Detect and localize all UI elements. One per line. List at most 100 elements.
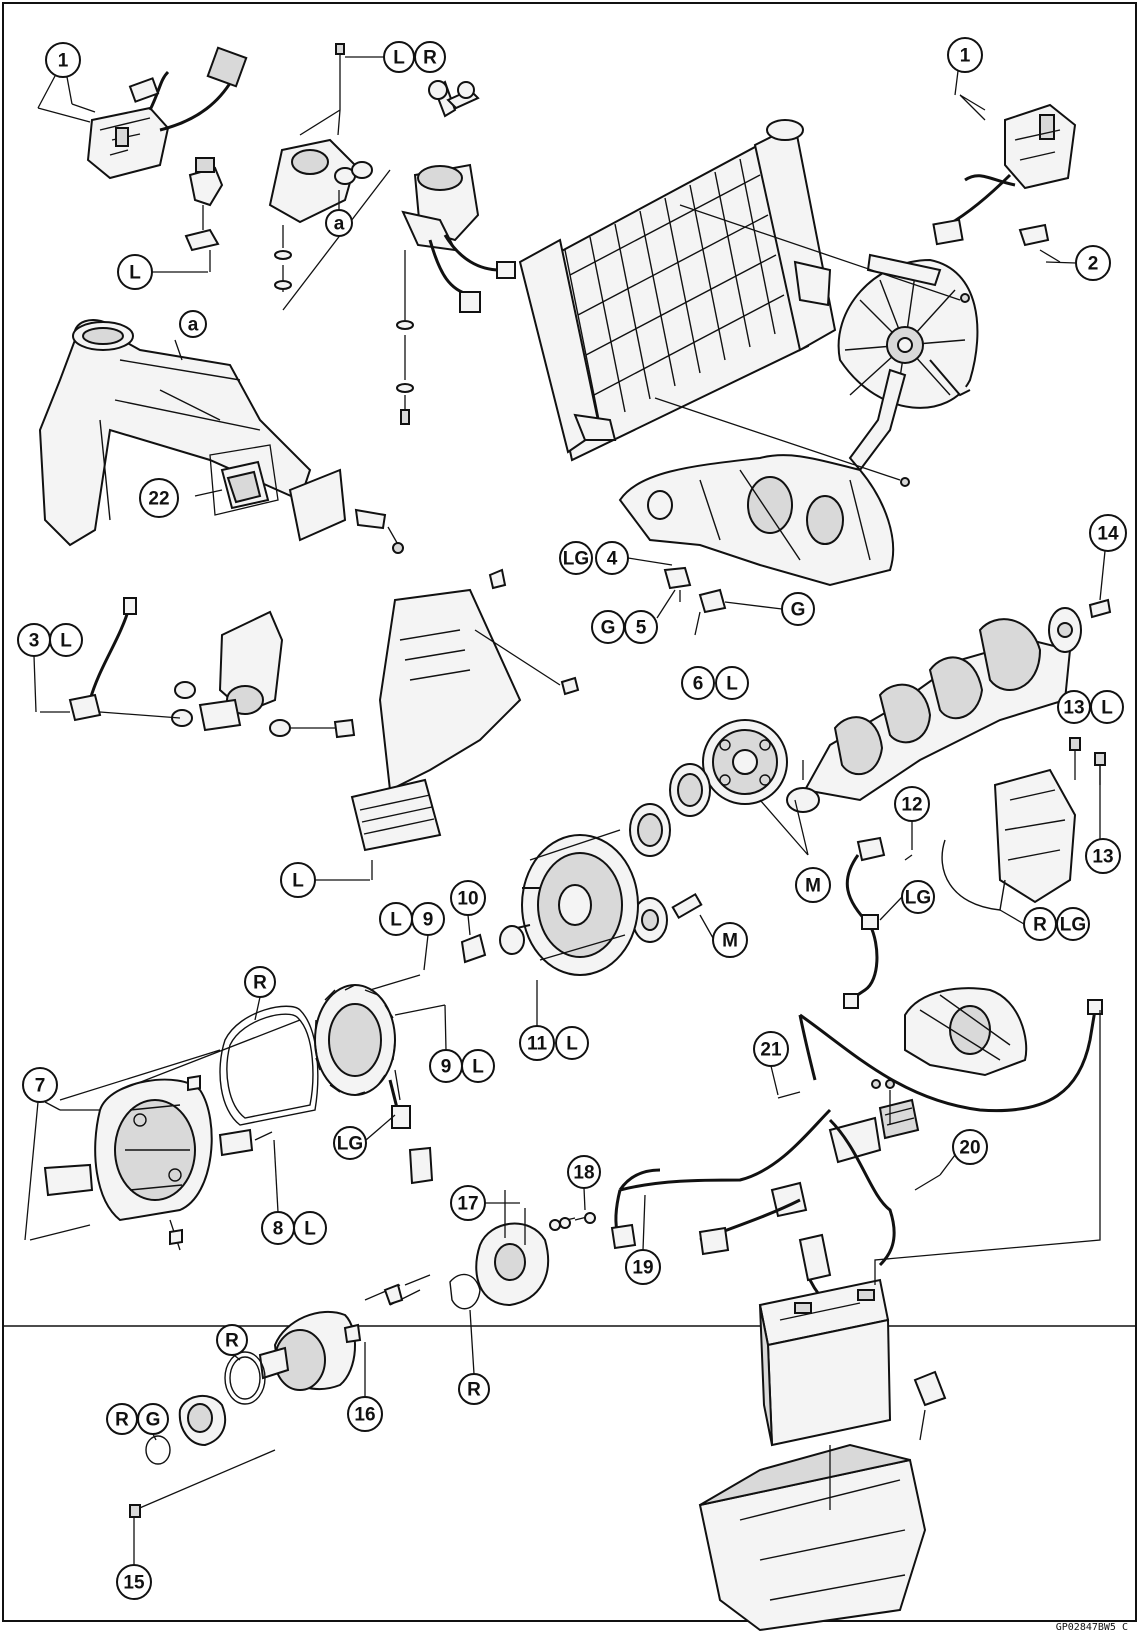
ignition-switch bbox=[396, 80, 516, 425]
callout-label: 9 bbox=[441, 1057, 452, 1078]
side-cover-right bbox=[941, 737, 1106, 911]
ignition-switch-bracket bbox=[268, 43, 391, 311]
callout-lg-wire: LG bbox=[879, 880, 935, 921]
callout-7: 7 bbox=[22, 1067, 61, 1241]
callout-14: 14 bbox=[1089, 514, 1127, 601]
callout-label: M bbox=[722, 931, 738, 952]
crankcase-upper bbox=[618, 454, 895, 636]
callout-l-r-top: L R bbox=[345, 41, 446, 73]
callout-18: 18 bbox=[567, 1155, 601, 1211]
callout-label: 1 bbox=[960, 46, 971, 67]
callout-label: 10 bbox=[457, 889, 478, 910]
callout-label: L bbox=[292, 871, 304, 892]
callout-8-l: 8 L bbox=[261, 1139, 327, 1245]
callout-r-lg-cover: R LG bbox=[999, 907, 1090, 941]
callout-label: R bbox=[423, 48, 437, 69]
relay-box-22 bbox=[194, 444, 279, 516]
callout-11-l: 11 L bbox=[519, 980, 589, 1061]
callout-r-oring-a: R bbox=[216, 1324, 248, 1361]
callout-label: L bbox=[390, 910, 402, 931]
left-handlebar-switch bbox=[37, 46, 248, 180]
callout-label: L bbox=[472, 1057, 484, 1078]
callout-label: 16 bbox=[354, 1405, 375, 1426]
callout-label: 9 bbox=[423, 910, 434, 931]
callout-label: L bbox=[393, 48, 405, 69]
radiator bbox=[518, 119, 837, 462]
callout-label: a bbox=[334, 214, 345, 235]
starter-relay-fuse-assembly bbox=[619, 1079, 941, 1322]
frame-section bbox=[38, 319, 404, 554]
callout-22: 22 bbox=[139, 478, 179, 518]
callout-lg-4: LG 4 bbox=[559, 541, 673, 575]
callout-label: LG bbox=[337, 1134, 363, 1155]
crankshaft bbox=[786, 598, 1112, 813]
callout-r-oring-b: R bbox=[458, 1309, 490, 1405]
alternator-cover-gasket bbox=[219, 1005, 319, 1126]
callout-label: G bbox=[791, 600, 806, 621]
callout-6-l: 6 L bbox=[681, 666, 749, 700]
callout-g-right: G bbox=[724, 592, 815, 626]
callout-label: 15 bbox=[123, 1573, 145, 1594]
callout-l-regulator: L bbox=[280, 862, 370, 898]
starter-o-ring bbox=[224, 1351, 266, 1405]
callout-10: 10 bbox=[450, 880, 486, 936]
callout-19: 19 bbox=[625, 1194, 661, 1285]
starter-motor-cable-bracket bbox=[40, 597, 356, 739]
callout-16: 16 bbox=[347, 1396, 383, 1432]
callout-label: 12 bbox=[901, 795, 922, 816]
callout-label: a bbox=[188, 315, 199, 336]
callout-label: L bbox=[726, 674, 738, 695]
callout-a-frame: a bbox=[179, 310, 207, 338]
callout-label: R bbox=[467, 1380, 481, 1401]
clutch-switch-bracket bbox=[184, 157, 224, 272]
callout-label: 20 bbox=[959, 1138, 980, 1159]
callout-label: 1 bbox=[58, 51, 69, 72]
callout-2: 2 bbox=[1045, 245, 1111, 281]
alternator-stator bbox=[314, 974, 446, 1185]
callout-label: R bbox=[1033, 915, 1047, 936]
callout-l-top: L bbox=[117, 254, 208, 290]
callout-12: 12 bbox=[894, 786, 930, 850]
callout-label: L bbox=[304, 1219, 316, 1240]
callout-label: R bbox=[115, 1410, 129, 1431]
callout-17: 17 bbox=[450, 1185, 520, 1221]
callout-1-right: 1 bbox=[947, 37, 983, 96]
callout-label: 5 bbox=[636, 618, 647, 639]
callout-label: LG bbox=[1060, 915, 1086, 936]
callout-9-l: 9 L bbox=[429, 1004, 495, 1083]
callout-label: L bbox=[129, 263, 141, 284]
callout-label: 14 bbox=[1097, 524, 1119, 545]
radiator-core-fins bbox=[564, 158, 785, 426]
callout-g-5: G 5 bbox=[591, 589, 676, 644]
callout-label: 17 bbox=[457, 1194, 478, 1215]
reference-code: GP02847BW5 C bbox=[1056, 1622, 1128, 1633]
callout-m-gear: M bbox=[795, 867, 831, 903]
callout-l-9: L 9 bbox=[379, 902, 445, 971]
callout-label: R bbox=[225, 1331, 239, 1352]
callout-label: 21 bbox=[760, 1040, 782, 1061]
starter-motor-end-cover bbox=[449, 1190, 550, 1310]
callout-r-gasket: R bbox=[244, 966, 276, 1021]
callout-1-left: 1 bbox=[37, 42, 81, 109]
callout-label: R bbox=[253, 973, 267, 994]
callout-20: 20 bbox=[939, 1129, 988, 1176]
starter-motor bbox=[258, 1274, 431, 1400]
callout-lg-stator: LG bbox=[333, 1114, 396, 1160]
battery-case bbox=[698, 1370, 947, 1632]
callout-label: 7 bbox=[35, 1076, 46, 1097]
callout-label: G bbox=[601, 618, 616, 639]
starter-motor-cable bbox=[549, 1168, 661, 1250]
callout-r-g: R G bbox=[106, 1403, 169, 1441]
callout-13: 13 bbox=[1085, 765, 1121, 874]
starter-clutch-gear bbox=[629, 719, 809, 943]
regulator-bracket bbox=[350, 568, 580, 880]
callout-label: G bbox=[146, 1410, 161, 1431]
callout-label: LG bbox=[563, 549, 589, 570]
callout-label: LG bbox=[905, 888, 931, 909]
crankcase-lower bbox=[798, 987, 1103, 1113]
cooling-fan bbox=[654, 204, 979, 487]
callout-label: 3 bbox=[29, 631, 40, 652]
sensor-wire-12 bbox=[843, 836, 913, 1009]
